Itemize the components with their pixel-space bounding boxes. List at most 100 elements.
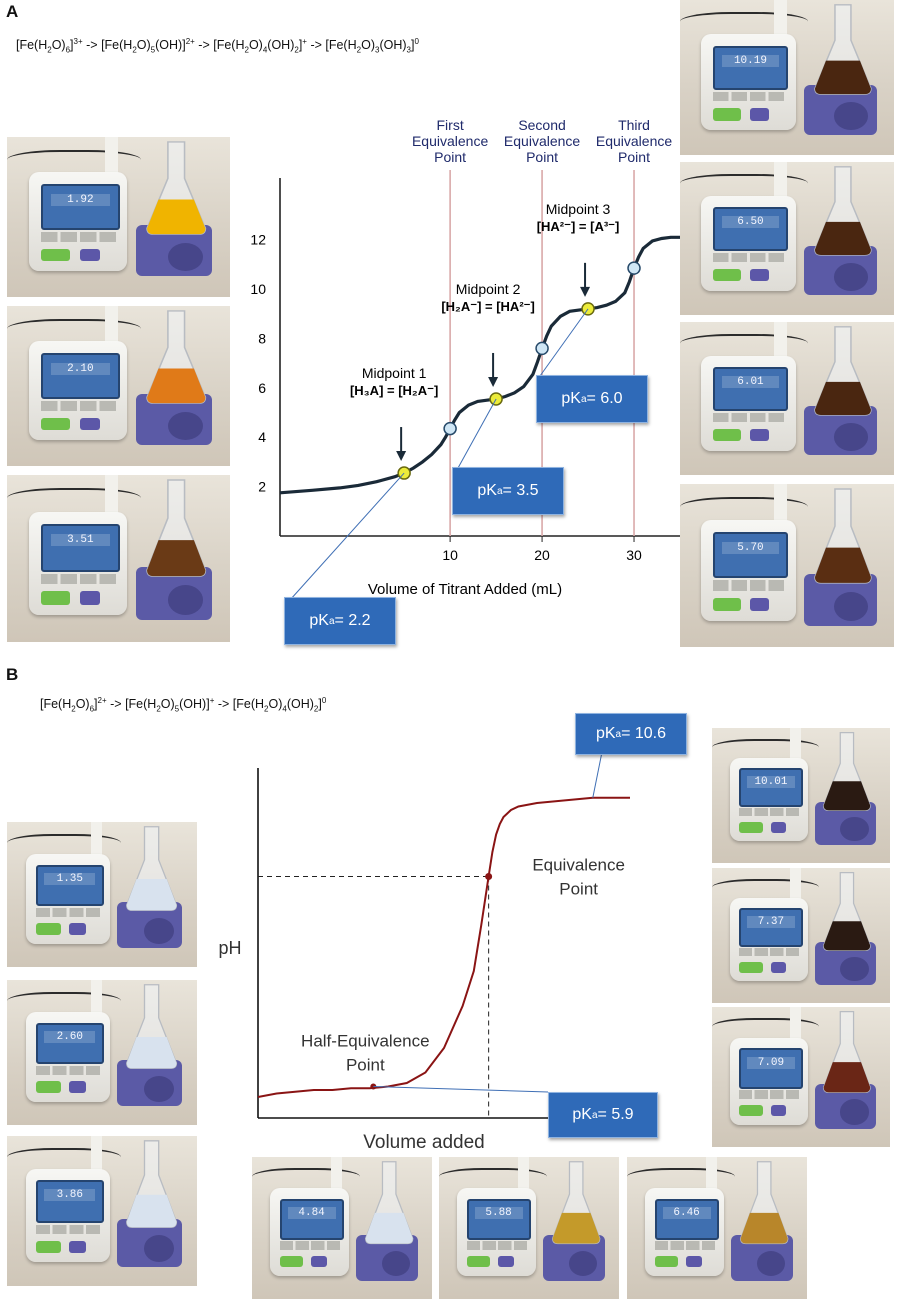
ph-meter-photo: 6.46 [627,1157,807,1299]
meter-screen: 7.09 [739,1048,803,1089]
meter-green-key [712,268,741,282]
equation-part: -> [Fe(H [214,697,265,712]
meter-reading: 6.46 [662,1207,711,1220]
meter-screen: 6.01 [712,367,789,411]
meter-green-key [712,597,741,611]
meter-blue-key [311,1256,327,1268]
panel-b-letter: B [6,665,19,684]
meter-screen: 3.51 [41,524,120,572]
meter-reading: 7.37 [747,916,795,929]
meter-blue-key [80,417,100,431]
stirrer-knob [840,957,869,982]
ph-meter-photo: 1.92 [7,137,230,297]
midpoint-arrowhead-2 [488,376,499,387]
pka-connector-2 [457,398,497,469]
equation-part: O) [361,38,375,53]
equation-part: ] [70,38,74,53]
midpoint-arrowhead-3 [580,286,591,297]
meter-reading: 1.35 [44,873,96,886]
meter-screen: 5.88 [466,1198,531,1240]
equation-part: + [302,37,307,46]
cable [7,833,121,856]
stirrer-knob [167,242,204,272]
ph-meter-photo: 6.50 [680,162,894,315]
ph-meter-photo: 5.70 [680,484,894,647]
equation-part: (OH) [267,38,295,53]
ph-meter: 5.88 [457,1188,537,1277]
cable [680,497,809,522]
titration-curve [257,796,630,1098]
meter-reading: 6.50 [721,216,780,229]
meter-keys [279,1241,340,1250]
equivalence-label-2: Second [518,117,565,133]
equivalence-label-2: Point [526,149,558,165]
meter-keys [41,231,116,242]
pka-connector-top [592,751,603,798]
equation-part: 2+ [97,696,107,705]
clamp-stand [90,822,102,866]
clamp-stand [331,1157,342,1200]
midpoint-expression-3: [HA²⁻] = [A³⁻] [537,219,620,234]
x-tick-label: 20 [534,547,550,563]
ph-meter-photo: 7.37 [712,868,890,1003]
equivalence-label-1: Equivalence [412,133,488,149]
y-tick-label: 8 [258,330,266,346]
equivalence-point-label: Equivalence [532,856,625,875]
meter-keys [739,947,799,957]
equation-part: 4 [262,45,268,55]
meter-green-key [712,428,741,442]
cable [439,1168,547,1190]
meter-keys [712,252,785,263]
meter-reading: 1.92 [50,193,111,206]
meter-green-key [41,248,71,262]
stirrer-knob [840,1099,869,1125]
midpoint-label-3: Midpoint 3 [546,201,611,217]
equivalence-label-3: Third [618,117,650,133]
y-tick-label: 10 [250,281,266,297]
ph-meter-photo: 4.84 [252,1157,432,1299]
y-axis-label: pH [218,938,241,958]
panel-a-equation: [Fe(H2O)6]3+ -> [Fe(H2O)5(OH)]2+ -> [Fe(… [16,37,419,55]
equivalence-label-3: Point [618,149,650,165]
meter-blue-key [770,962,787,974]
x-axis-label: Volume added [363,1132,485,1153]
meter-blue-key [80,248,100,262]
y-tick-label: 12 [250,232,266,248]
ph-meter: 2.60 [26,1011,110,1102]
stirrer-knob [834,262,869,291]
meter-blue-key [750,268,770,282]
clamp-stand [790,728,801,769]
clamp-stand [790,1007,801,1049]
meter-reading: 3.86 [44,1189,96,1202]
midpoint-expression-1: [H₃A] = [H₂A⁻] [350,383,438,398]
equation-part: ] [410,38,415,53]
equivalence-label-2: Equivalence [504,133,580,149]
equation-part: O) [268,697,283,712]
ph-meter: 6.50 [701,195,796,291]
meter-reading: 3.51 [50,533,111,546]
equation-part: ] [298,38,303,53]
stirrer-knob [381,1250,411,1277]
equation-part: 6 [89,704,95,714]
stirrer-knob [834,422,869,451]
flask-icon [125,1140,177,1228]
equation-part: (OH) [286,697,314,712]
ph-meter: 10.01 [729,757,809,842]
equation-part: 5 [150,45,156,55]
meter-keys [36,1065,100,1075]
meter-green-key [739,962,763,974]
ph-meter: 7.37 [729,897,809,982]
cable [712,738,819,760]
stirrer-knob [834,102,869,131]
equation-part: [Fe(H [40,697,72,712]
equation-part: 3 [406,45,411,55]
meter-screen: 7.37 [739,907,803,947]
flask-icon [146,310,207,404]
ph-meter: 4.84 [270,1188,350,1277]
flask-icon [813,4,872,95]
y-tick-label: 4 [258,429,266,445]
pka-connector-1 [289,472,405,601]
